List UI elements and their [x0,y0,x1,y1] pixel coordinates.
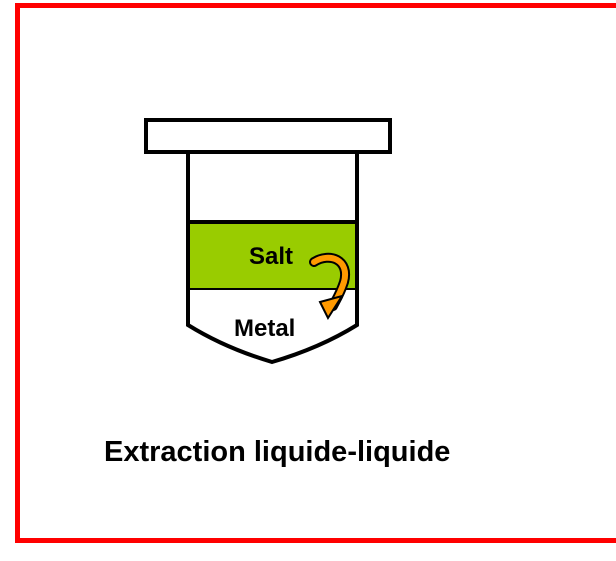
crucible-lid [144,118,392,154]
crucible-walls [186,152,359,222]
diagram-caption: Extraction liquide-liquide [104,436,451,468]
metal-label: Metal [234,315,295,342]
salt-label: Salt [249,243,293,270]
transfer-arrow-head [318,294,345,321]
slide-frame [15,3,616,543]
metal-layer [186,290,359,365]
